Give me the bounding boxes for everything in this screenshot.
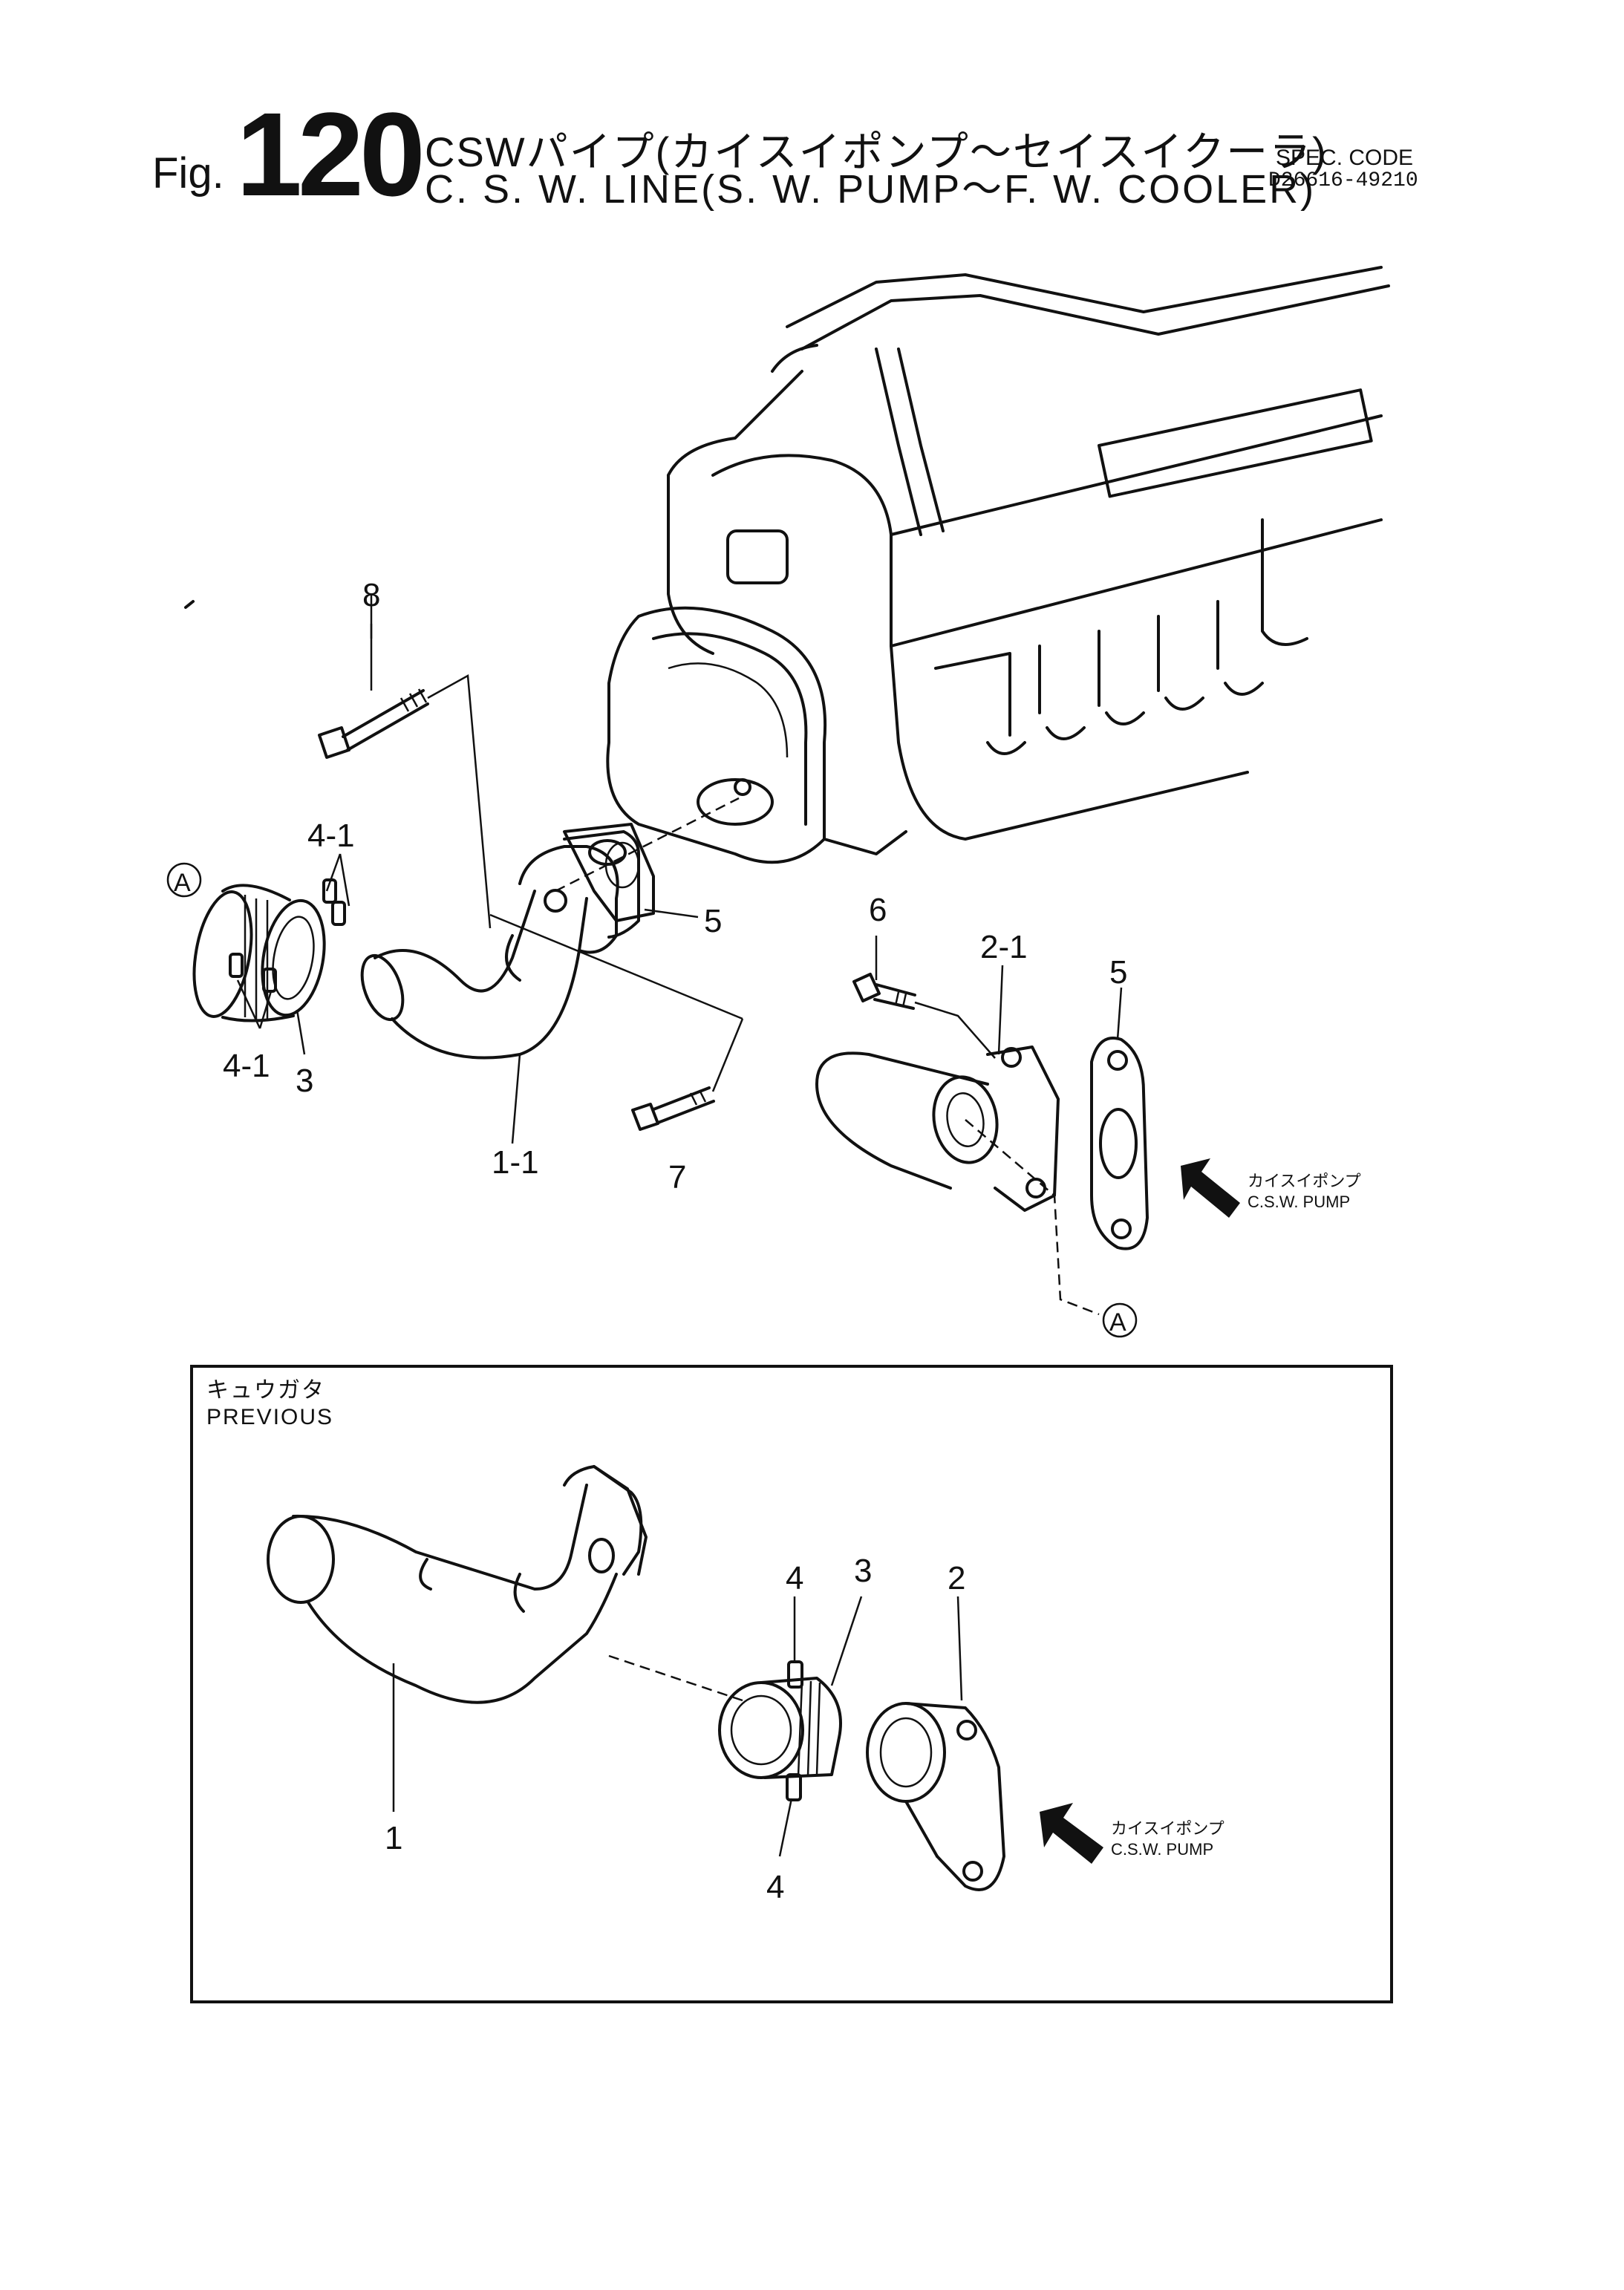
callout-5-right: 5 xyxy=(1109,954,1127,991)
previous-version-box xyxy=(190,1365,1393,2003)
pump-arrow-previous-jp: カイスイポンプ xyxy=(1111,1819,1224,1838)
callout-a-left-circle xyxy=(166,862,202,898)
title-japanese: CSWパイプ(カイスイポンプ〜セイスイクーラ) xyxy=(425,128,1328,175)
callout-a-bottom-circle xyxy=(1102,1302,1138,1338)
previous-title-en: PREVIOUS xyxy=(206,1405,333,1429)
leader-lines xyxy=(236,624,1123,1857)
pump-arrow-previous-en: C.S.W. PUMP xyxy=(1111,1840,1213,1859)
engine-block-illustration xyxy=(606,266,1390,864)
spec-code-label: SPEC. CODE xyxy=(1276,146,1414,170)
callout-3-previous: 3 xyxy=(854,1553,872,1589)
bolt-7 xyxy=(489,913,744,1131)
callout-1-previous: 1 xyxy=(385,1820,402,1856)
callout-a-bottom: A xyxy=(1109,1308,1126,1337)
pipe-1-1 xyxy=(360,830,640,1060)
callout-8: 8 xyxy=(362,577,380,613)
title-english: C. S. W. LINE(S. W. PUMP〜F. W. COOLER) xyxy=(425,167,1317,212)
callout-5-left: 5 xyxy=(704,903,722,939)
gasket-5-lower xyxy=(1090,1037,1149,1250)
bolt-6 xyxy=(852,973,996,1059)
callout-6: 6 xyxy=(869,892,887,928)
callout-4-1-bottom: 4-1 xyxy=(223,1048,270,1084)
callout-2-1: 2-1 xyxy=(980,929,1028,965)
callout-7: 7 xyxy=(668,1159,686,1195)
pump-direction-arrow-top xyxy=(1181,1158,1240,1218)
callout-3: 3 xyxy=(296,1063,313,1099)
pump-arrow-top-en: C.S.W. PUMP xyxy=(1248,1193,1350,1211)
callout-a-left: A xyxy=(174,869,191,897)
callout-4-1-top: 4-1 xyxy=(307,818,355,854)
elbow-2-previous xyxy=(866,1702,1005,1891)
elbow-2-1 xyxy=(815,1045,1060,1212)
figure-number: 120 xyxy=(236,88,425,221)
callout-1-1: 1-1 xyxy=(492,1144,539,1181)
pump-arrow-top-jp: カイスイポンプ xyxy=(1248,1172,1361,1190)
callout-4-top-previous: 4 xyxy=(786,1560,803,1596)
callout-4-bottom-previous: 4 xyxy=(766,1869,784,1905)
pump-direction-arrow-previous xyxy=(1040,1803,1103,1864)
pipe-1-previous xyxy=(267,1465,648,1704)
spec-code-value: D26616-49210 xyxy=(1268,169,1418,192)
callout-2-previous: 2 xyxy=(948,1560,965,1596)
figure-label: Fig. xyxy=(152,149,224,198)
bolt-8 xyxy=(184,594,492,929)
hose-adapter-with-clamps xyxy=(192,878,346,1022)
hose-3-previous xyxy=(718,1660,842,1801)
previous-title-jp: キュウガタ xyxy=(206,1378,325,1403)
